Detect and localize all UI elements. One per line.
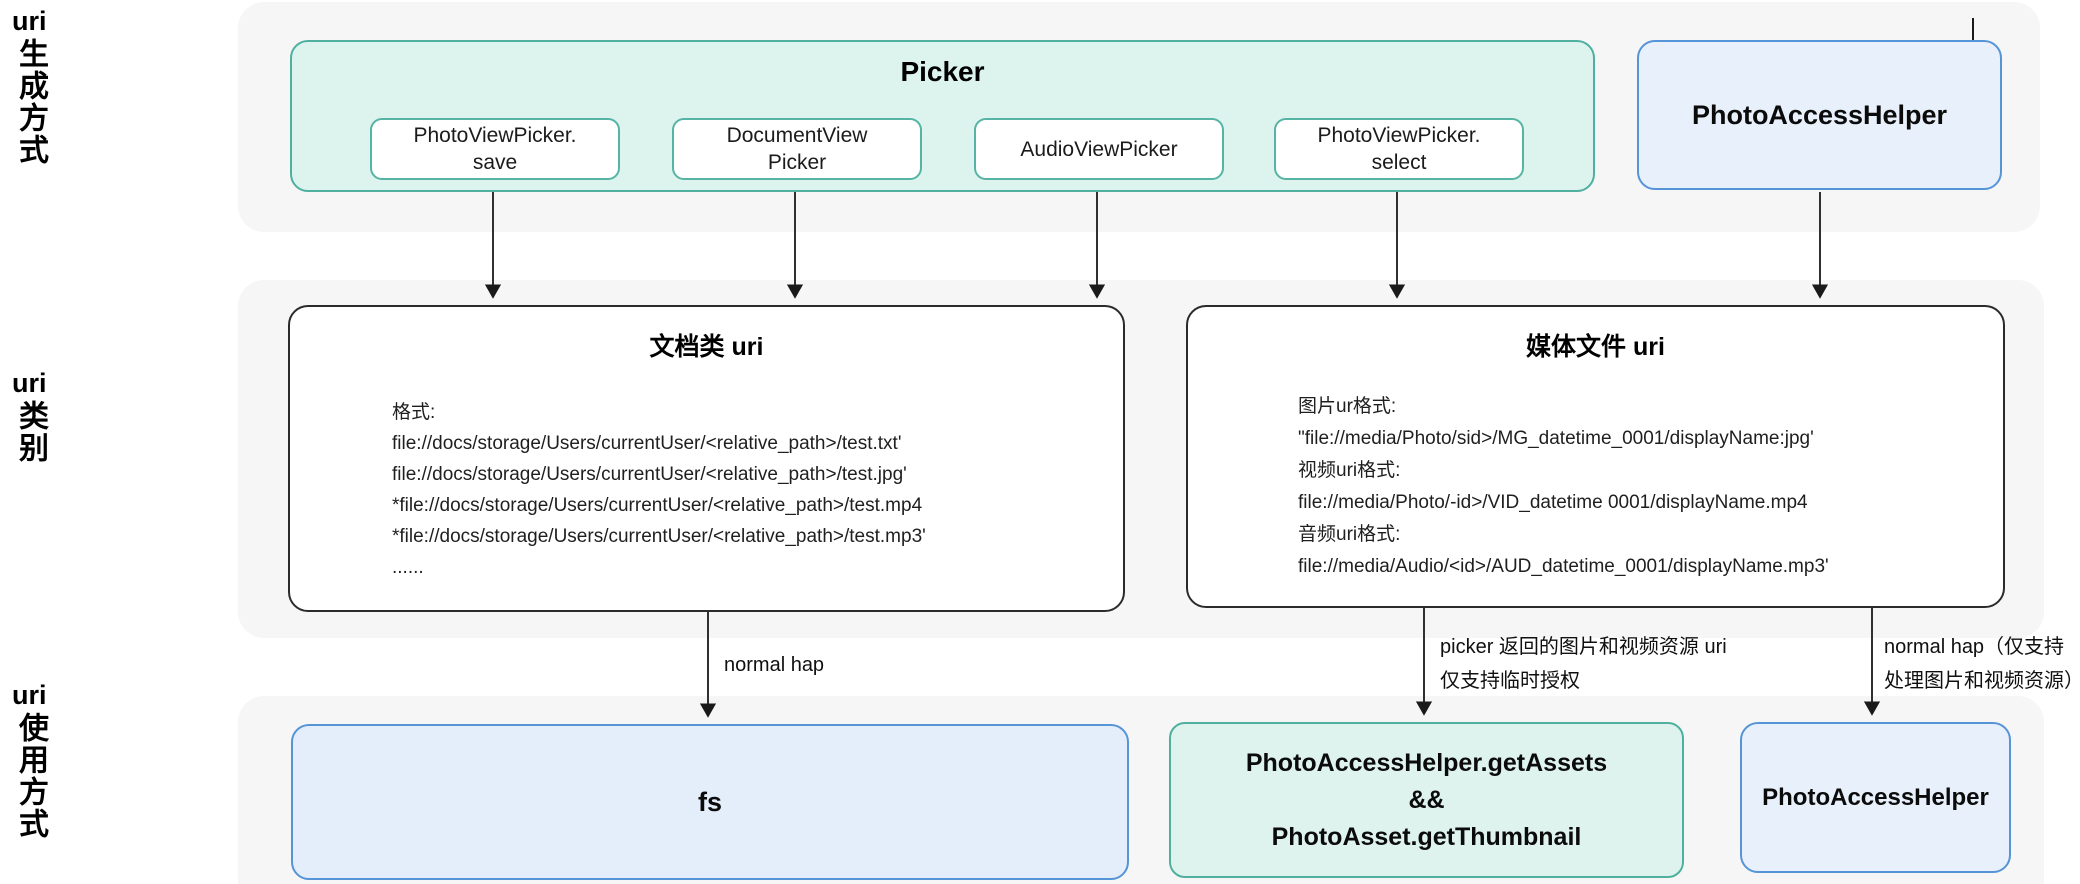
doc-uri-box: 文档类 uri 格式: file://docs/storage/Users/cu… — [288, 305, 1125, 612]
media-uri-title: 媒体文件 uri — [1526, 333, 1665, 361]
media-uri-line: file://media/Photo/-id>/VID_datetime 000… — [1298, 492, 1808, 513]
media-uri-line: 图片ur格式: — [1298, 396, 1397, 417]
media-uri-line: file://media/Audio/<id>/AUD_datetime_000… — [1298, 556, 1829, 577]
doc-uri-line: ...... — [392, 557, 424, 578]
doc-uri-line: file://docs/storage/Users/currentUser/<r… — [392, 433, 902, 454]
picker-item-photoviewpicker-save: PhotoViewPicker. save — [370, 118, 620, 180]
picker-group-box: Picker PhotoViewPicker. save DocumentVie… — [290, 40, 1595, 192]
side-label-en: uri — [12, 6, 47, 36]
edge-label-normal-hap: normal hap — [724, 654, 825, 676]
side-label-en: uri — [12, 680, 47, 710]
doc-uri-line: *file://docs/storage/Users/currentUser/<… — [392, 526, 926, 547]
media-uri-line: 音频uri格式: — [1298, 524, 1401, 545]
getassets-getthumbnail-box: PhotoAccessHelper.getAssets && PhotoAsse… — [1169, 722, 1684, 878]
media-uri-line: "file://media/Photo/sid>/MG_datetime_000… — [1298, 428, 1814, 449]
media-uri-line: 视频uri格式: — [1298, 460, 1401, 481]
picker-item-photoviewpicker-select: PhotoViewPicker. select — [1274, 118, 1524, 180]
side-label-uri-usage: uri 使用方式 — [12, 680, 64, 840]
doc-uri-line: *file://docs/storage/Users/currentUser/<… — [392, 495, 923, 516]
fs-box: fs — [291, 724, 1129, 880]
side-label-uri-generation: uri 生成方式 — [12, 6, 64, 166]
picker-group-title: Picker — [900, 56, 985, 87]
picker-item-documentviewpicker: DocumentView Picker — [672, 118, 922, 180]
doc-uri-line: 格式: — [392, 402, 436, 423]
edge-label-normal-hap-media: normal hap（仅支持 处理图片和视频资源） — [1884, 636, 2080, 692]
side-label-zh: 生成方式 — [14, 38, 47, 166]
photoaccesshelper-top-box: PhotoAccessHelper — [1637, 40, 2002, 190]
doc-uri-body: 格式: file://docs/storage/Users/currentUse… — [392, 397, 926, 583]
side-label-en: uri — [12, 368, 47, 398]
doc-uri-title: 文档类 uri — [649, 333, 764, 361]
side-label-uri-category: uri 类别 — [12, 368, 64, 464]
media-uri-body: 图片ur格式: "file://media/Photo/sid>/MG_date… — [1298, 391, 1829, 583]
media-uri-box: 媒体文件 uri 图片ur格式: "file://media/Photo/sid… — [1186, 305, 2005, 608]
edge-label-picker-temp-auth: picker 返回的图片和视频资源 uri 仅支持临时授权 — [1440, 636, 1727, 692]
side-label-zh: 使用方式 — [14, 712, 47, 840]
picker-item-audioviewpicker: AudioViewPicker — [974, 118, 1224, 180]
photoaccesshelper-bottom-box: PhotoAccessHelper — [1740, 722, 2011, 873]
doc-uri-line: file://docs/storage/Users/currentUser/<r… — [392, 464, 907, 485]
side-label-zh: 类别 — [14, 400, 47, 464]
